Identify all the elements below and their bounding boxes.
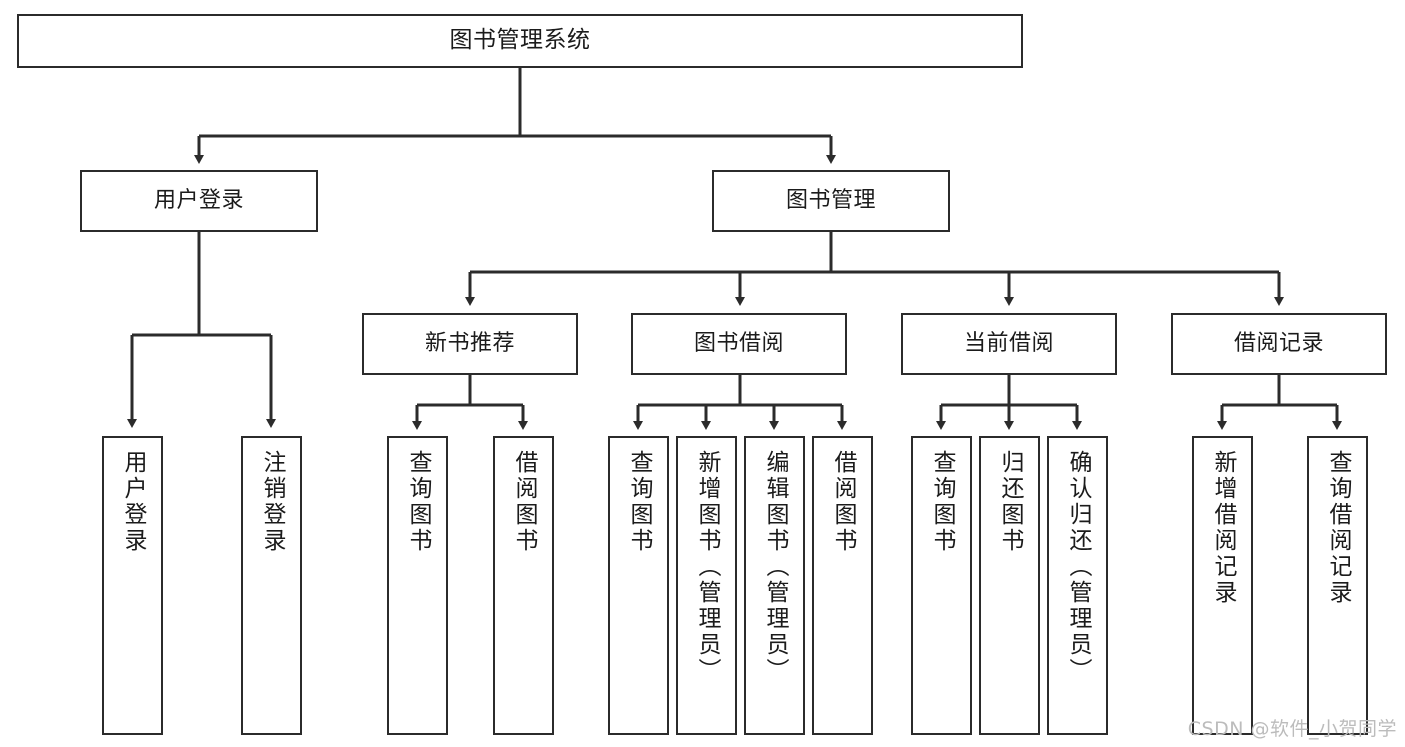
node-label: 归还图书 <box>997 450 1023 554</box>
leaf-user-login[interactable]: 用户登录 <box>102 436 163 735</box>
node-label: 查询图书 <box>929 450 955 554</box>
node-label: 图书借阅 <box>693 330 784 356</box>
node-label: 查询图书 <box>626 450 652 554</box>
leaf-logout-login[interactable]: 注销登录 <box>241 436 302 735</box>
node-label: 用户登录 <box>153 187 244 213</box>
watermark-text: CSDN @软件_小贺同学 <box>1187 718 1397 740</box>
node-root-book-management-system[interactable]: 图书管理系统 <box>17 14 1023 68</box>
node-label: 编辑图书（管理员） <box>762 450 788 684</box>
node-label: 图书管理系统 <box>449 27 591 54</box>
node-label: 当前借阅 <box>963 330 1054 356</box>
leaf-borrow-book[interactable]: 借阅图书 <box>812 436 873 735</box>
node-label: 借阅图书 <box>830 450 856 554</box>
node-current-borrow[interactable]: 当前借阅 <box>901 313 1117 375</box>
node-borrow-record[interactable]: 借阅记录 <box>1171 313 1387 375</box>
leaf-borrow-book-recommend[interactable]: 借阅图书 <box>493 436 554 735</box>
leaf-add-borrow-record[interactable]: 新增借阅记录 <box>1192 436 1253 735</box>
node-book-management[interactable]: 图书管理 <box>712 170 950 232</box>
leaf-query-book-recommend[interactable]: 查询图书 <box>387 436 448 735</box>
leaf-edit-book-admin[interactable]: 编辑图书（管理员） <box>744 436 805 735</box>
leaf-confirm-return-admin[interactable]: 确认归还（管理员） <box>1047 436 1108 735</box>
node-label: 新增借阅记录 <box>1210 450 1236 606</box>
node-label: 新增图书（管理员） <box>694 450 720 684</box>
node-user-login[interactable]: 用户登录 <box>80 170 318 232</box>
node-label: 借阅图书 <box>511 450 537 554</box>
node-new-book-recommend[interactable]: 新书推荐 <box>362 313 578 375</box>
node-label: 查询借阅记录 <box>1325 450 1351 606</box>
node-label: 图书管理 <box>785 187 876 213</box>
leaf-query-borrow-record[interactable]: 查询借阅记录 <box>1307 436 1368 735</box>
node-label: 注销登录 <box>259 450 285 554</box>
node-book-borrow[interactable]: 图书借阅 <box>631 313 847 375</box>
node-label: 查询图书 <box>405 450 431 554</box>
node-label: 用户登录 <box>120 450 146 554</box>
node-label: 确认归还（管理员） <box>1065 450 1091 684</box>
leaf-add-book-admin[interactable]: 新增图书（管理员） <box>676 436 737 735</box>
leaf-query-book-borrow[interactable]: 查询图书 <box>608 436 669 735</box>
node-label: 借阅记录 <box>1233 330 1324 356</box>
leaf-return-book[interactable]: 归还图书 <box>979 436 1040 735</box>
node-label: 新书推荐 <box>424 330 515 356</box>
leaf-query-book-current[interactable]: 查询图书 <box>911 436 972 735</box>
